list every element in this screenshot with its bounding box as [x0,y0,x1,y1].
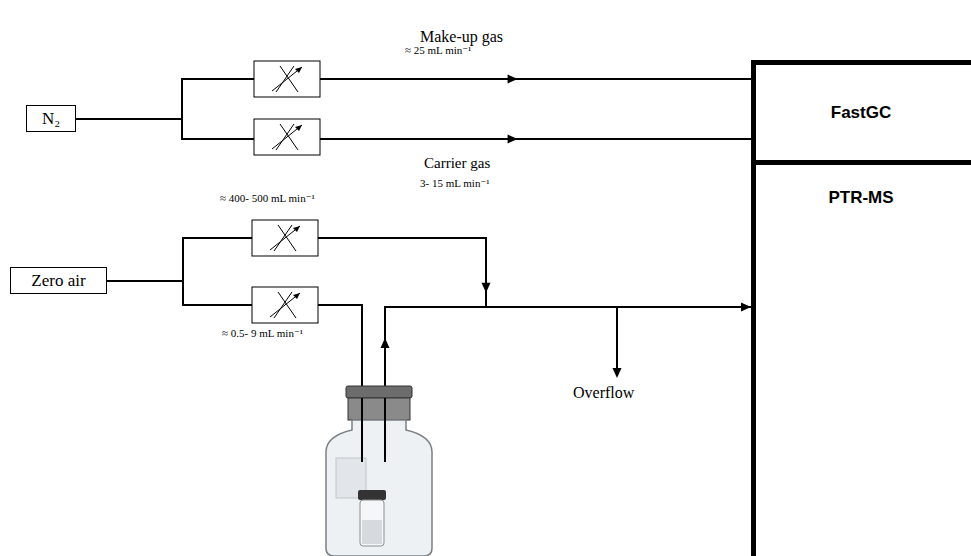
arrow-head [508,75,518,84]
flow-rate: ≈ 0.5- 9 mL min⁻¹ [222,327,303,339]
vent-label: Overflow [573,384,634,402]
mass-flow-controller [254,119,320,155]
node-label: PTR-MS [756,188,966,208]
mass-flow-controller [254,61,320,97]
flow-rate: ≈ 400- 500 mL min⁻¹ [220,192,315,204]
instrument-box: PTR-MS [751,160,971,556]
gas-line-path [107,238,752,307]
instrument-box: FastGC [751,60,971,165]
flow-arrow [381,338,390,348]
gas-wash-bottle [326,386,432,556]
flow-rate: 3- 15 mL min⁻¹ [420,177,490,189]
gas-line [76,119,752,144]
overflow-line [616,307,618,372]
mass-flow-controller [252,287,318,323]
gas-line-path [76,119,752,139]
node-label: FastGC [756,103,966,123]
arrow-head [508,135,518,144]
node-label: N₂ [42,109,60,129]
gas-line-path [76,79,752,119]
gas-line [107,238,752,307]
line-label: Make-up gas [420,28,503,46]
mass-flow-controller [252,220,318,256]
node-label: Zero air [31,271,85,291]
flow-arrow [613,368,622,378]
flow-rate: ≈ 25 mL min⁻¹ [405,44,471,56]
line-label: Carrier gas [424,155,490,172]
gas-line [76,75,752,120]
arrow-head [482,283,491,293]
flow-arrow [741,303,751,312]
gas-source-box: Zero air [10,267,107,294]
gas-source-box: N₂ [26,105,76,132]
